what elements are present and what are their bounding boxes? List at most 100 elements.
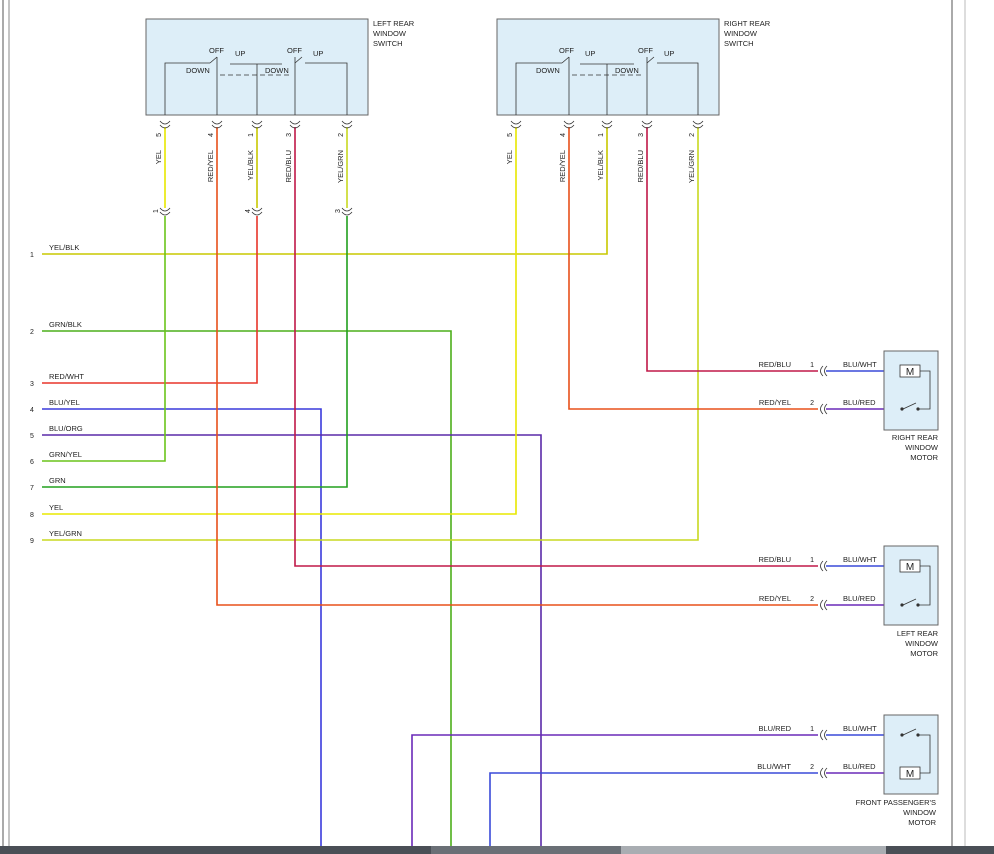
- switch-label: OFF: [287, 46, 302, 55]
- switch-pin-number: 2: [689, 133, 696, 137]
- motor-internals: [902, 370, 931, 410]
- switch-label: OFF: [638, 46, 653, 55]
- switch-label: UP: [313, 49, 323, 58]
- switch-label: UP: [235, 49, 245, 58]
- left-rear-window-switch: LEFT REAR WINDOW SWITCH OFF UP OFF UP DO…: [145, 18, 415, 216]
- switch-label: OFF: [559, 46, 574, 55]
- switch-internals: [164, 56, 348, 115]
- switch-pin-number: 3: [638, 133, 645, 137]
- wire-label: BLU/YEL: [49, 398, 80, 407]
- wire-label: GRN/BLK: [49, 320, 82, 329]
- motor-symbol-box: [899, 559, 921, 573]
- switch-label: UP: [585, 49, 595, 58]
- switch-pin-connectors: [159, 120, 353, 216]
- motor-pin-number: 2: [810, 596, 814, 603]
- connector-pin: 3: [30, 381, 34, 388]
- switch-label: OFF: [209, 46, 224, 55]
- wire-label: RED/WHT: [49, 372, 84, 381]
- connector-pin-number: 1: [153, 209, 160, 213]
- switch-pin-number: 3: [286, 133, 293, 137]
- switch-pin-number: 5: [507, 133, 514, 137]
- motor-pin-number: 1: [810, 362, 814, 369]
- switch-box: [496, 18, 720, 116]
- viewer-scroll-thumb[interactable]: [621, 846, 886, 854]
- page-frame: [2, 0, 966, 854]
- switch-wire-label: RED/BLU: [284, 150, 293, 183]
- switch-wire-label: RED/BLU: [636, 150, 645, 183]
- switch-pin-connectors: [510, 120, 704, 129]
- connector-pin: 9: [30, 538, 34, 545]
- motor-box: [883, 350, 939, 431]
- wire-red-wht: [42, 216, 258, 384]
- motor-wire-out-label: BLU/RED: [843, 594, 876, 603]
- wire-label: YEL: [49, 503, 63, 512]
- motor-box: [883, 714, 939, 795]
- motor-pin-number: 2: [810, 764, 814, 771]
- motor-wire-in-label: RED/YEL: [759, 398, 791, 407]
- motor-title: RIGHT REAR: [892, 433, 939, 442]
- switch-wire-label: RED/YEL: [558, 150, 567, 182]
- switch-label: DOWN: [186, 66, 210, 75]
- switch-title: WINDOW: [724, 29, 758, 38]
- motor-box: [883, 545, 939, 626]
- motor-wire-in-label: RED/BLU: [758, 555, 791, 564]
- connector-pin: 7: [30, 485, 34, 492]
- switch-pin-number: 1: [248, 133, 255, 137]
- right-rear-window-motor: RED/BLU RED/YEL 1 2 BLU/WHT BLU/RED M RI…: [758, 350, 939, 462]
- switch-wire-label: RED/YEL: [206, 150, 215, 182]
- wire-right-switch-red-blu: [646, 127, 818, 372]
- wire-blu-org: [42, 434, 542, 854]
- motor-title: LEFT REAR: [897, 629, 939, 638]
- wire-right-switch-red-yel: [568, 127, 818, 410]
- connector-pin: 8: [30, 512, 34, 519]
- switch-title: RIGHT REAR: [724, 19, 771, 28]
- switch-label: DOWN: [615, 66, 639, 75]
- motor-wire-out-label: BLU/WHT: [843, 724, 877, 733]
- wire-label: BLU/ORG: [49, 424, 83, 433]
- wire-label: YEL/GRN: [49, 529, 82, 538]
- wire-yel-grn: [42, 127, 699, 541]
- wire-grn-blk: [42, 330, 452, 854]
- wire-fp-blu-red: [411, 734, 818, 854]
- wire-label: GRN: [49, 476, 66, 485]
- connector-pin-number: 3: [335, 209, 342, 213]
- connector-pin: 2: [30, 329, 34, 336]
- motor-wire-in-label: BLU/RED: [758, 724, 791, 733]
- motor-symbol-box: [899, 364, 921, 378]
- left-connector: 1 2 3 4 5 6 7 8 9 YEL/BLK GRN/BLK RED/WH…: [30, 243, 84, 545]
- switch-wire-label: YEL: [154, 150, 163, 164]
- viewer-scroll-track[interactable]: [431, 846, 621, 854]
- motor-internals: [902, 565, 931, 606]
- connector-pin: 4: [30, 407, 34, 414]
- switch-title: WINDOW: [373, 29, 407, 38]
- motor-wire-out-label: BLU/WHT: [843, 555, 877, 564]
- wire-yel: [42, 127, 517, 515]
- wire-grn-yel: [42, 216, 166, 462]
- motor-wire-in-label: BLU/WHT: [757, 762, 791, 771]
- motor-title: MOTOR: [910, 453, 938, 462]
- switch-title: SWITCH: [373, 39, 403, 48]
- connector-pin: 6: [30, 459, 34, 466]
- motor-pin-number: 1: [810, 726, 814, 733]
- motor-title: FRONT PASSENGER'S: [856, 798, 936, 807]
- switch-pin-number: 4: [208, 133, 215, 137]
- motor-title: WINDOW: [905, 639, 939, 648]
- switch-wire-label: YEL/BLK: [246, 150, 255, 180]
- motor-symbol: M: [906, 562, 914, 573]
- wires: [42, 127, 884, 854]
- wire-left-switch-red-yel: [216, 127, 818, 606]
- motor-wire-in-label: RED/YEL: [759, 594, 791, 603]
- wire-left-switch-red-blu: [294, 127, 818, 567]
- motor-wire-in-label: RED/BLU: [758, 360, 791, 369]
- motor-title: MOTOR: [908, 818, 936, 827]
- wire-yel-blk: [42, 127, 608, 255]
- motor-symbol-box: [899, 766, 921, 780]
- switch-wire-label: YEL/BLK: [596, 150, 605, 180]
- motor-wire-out-label: BLU/RED: [843, 762, 876, 771]
- switch-internals: [515, 56, 699, 115]
- wire-blu-yel: [42, 408, 322, 854]
- switch-pin-number: 5: [156, 133, 163, 137]
- switch-pin-number: 2: [338, 133, 345, 137]
- switch-label: DOWN: [265, 66, 289, 75]
